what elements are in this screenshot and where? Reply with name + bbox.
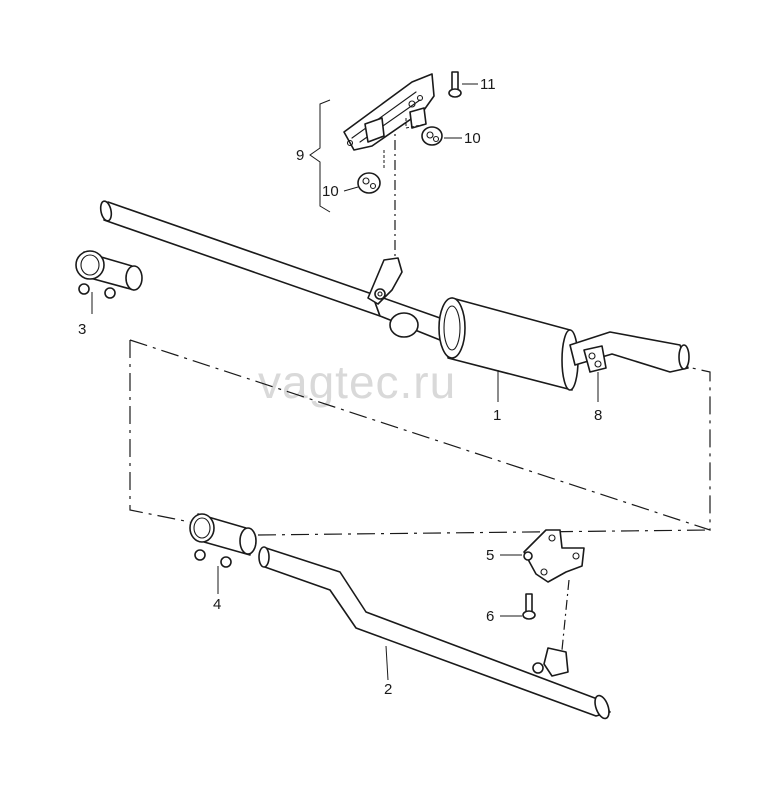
callout-6: 6	[486, 608, 494, 625]
leader-lines	[91, 83, 599, 681]
callout-11: 11	[480, 76, 496, 93]
hanger-bracket-5	[523, 529, 585, 583]
intermediate-pipe-2	[258, 546, 611, 720]
callout-labels: 1 2 3 4 5 6 8 9 10 10 11	[78, 76, 602, 698]
group-9-bracket	[309, 99, 331, 213]
hanger-bracket-9	[343, 73, 435, 151]
bolt-6	[522, 593, 536, 620]
callout-10-left: 10	[322, 183, 339, 200]
bolt-11	[448, 71, 462, 98]
watermark: vagtec.ru	[258, 356, 456, 408]
lower-hanger-alignment-line	[561, 579, 570, 651]
assembly-outline	[129, 339, 711, 536]
callout-8: 8	[594, 407, 602, 424]
callout-4: 4	[213, 596, 221, 613]
callout-3: 3	[78, 321, 86, 338]
callout-9: 9	[296, 147, 304, 164]
rubber-mount-10-left	[357, 172, 381, 194]
callout-1: 1	[493, 407, 501, 424]
callout-2: 2	[384, 681, 392, 698]
rubber-mount-8	[583, 345, 607, 373]
pipe-clamp-3	[75, 250, 143, 299]
silencer-assembly	[99, 200, 690, 391]
callout-10-right: 10	[464, 130, 481, 147]
rubber-mount-10-right	[421, 126, 443, 146]
callout-5: 5	[486, 547, 494, 564]
pipe-clamp-4	[189, 513, 257, 568]
